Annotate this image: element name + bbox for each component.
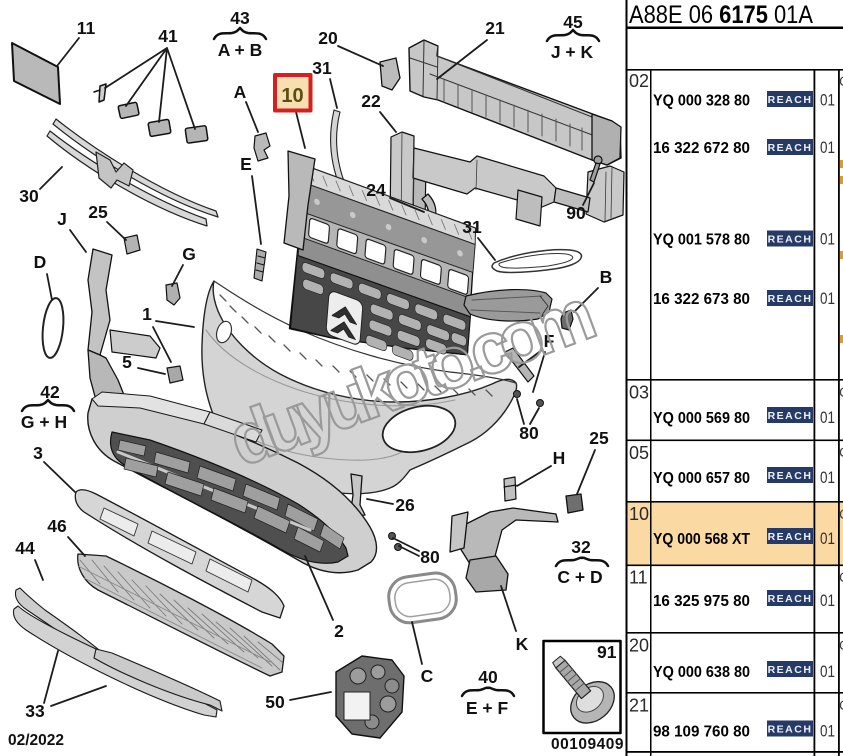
svg-text:01: 01	[820, 591, 835, 610]
svg-text:C: C	[839, 506, 843, 522]
svg-text:C: C	[839, 637, 843, 653]
svg-text:01: 01	[820, 408, 835, 427]
svg-text:22: 22	[361, 91, 381, 111]
svg-text:C + D: C + D	[557, 567, 602, 587]
svg-text:90: 90	[566, 203, 586, 223]
svg-text:E: E	[240, 154, 252, 174]
svg-text:C: C	[839, 569, 843, 585]
svg-text:REACH: REACH	[768, 724, 813, 736]
svg-text:31: 31	[462, 217, 482, 237]
svg-text:10: 10	[281, 85, 303, 107]
svg-text:00109409: 00109409	[551, 736, 624, 753]
svg-text:REACH: REACH	[768, 531, 813, 543]
svg-text:H: H	[553, 448, 566, 468]
svg-text:80: 80	[519, 423, 539, 443]
svg-text:1: 1	[142, 304, 152, 324]
svg-text:B: B	[600, 267, 613, 287]
svg-text:G: G	[182, 244, 196, 264]
svg-text:YQ 000 657 80: YQ 000 657 80	[653, 470, 750, 487]
svg-text:16 325 975 80: 16 325 975 80	[653, 593, 750, 610]
svg-text:A: A	[234, 82, 247, 102]
svg-text:01: 01	[820, 138, 835, 157]
svg-text:01: 01	[820, 91, 835, 110]
svg-text:03: 03	[629, 383, 649, 403]
svg-text:C: C	[839, 73, 843, 89]
svg-text:5: 5	[122, 352, 132, 372]
svg-text:YQ 000 569 80: YQ 000 569 80	[653, 410, 750, 427]
svg-text:2: 2	[334, 621, 344, 641]
svg-text:11: 11	[77, 18, 96, 38]
svg-text:01: 01	[820, 289, 835, 308]
svg-text:E + F: E + F	[466, 698, 509, 718]
svg-text:A88E 06 6175 01A: A88E 06 6175 01A	[629, 1, 813, 29]
svg-text:02: 02	[629, 71, 649, 91]
svg-text:40: 40	[478, 667, 498, 687]
svg-text:REACH: REACH	[768, 293, 813, 305]
svg-text:C: C	[839, 444, 843, 460]
svg-text:44: 44	[15, 538, 35, 558]
svg-text:3: 3	[33, 443, 43, 463]
svg-text:31: 31	[312, 58, 332, 78]
svg-text:26: 26	[395, 495, 415, 515]
svg-text:J: J	[57, 209, 67, 229]
svg-text:A + B: A + B	[218, 40, 263, 60]
svg-text:02/2022: 02/2022	[8, 732, 64, 749]
svg-text:D: D	[34, 252, 47, 272]
svg-text:K: K	[516, 634, 529, 654]
svg-text:41: 41	[158, 26, 178, 46]
svg-text:YQ 000 638 80: YQ 000 638 80	[653, 664, 750, 681]
svg-text:43: 43	[230, 8, 250, 28]
svg-text:REACH: REACH	[768, 593, 813, 605]
svg-text:REACH: REACH	[768, 94, 813, 106]
svg-text:80: 80	[420, 547, 440, 567]
svg-text:16 322 673 80: 16 322 673 80	[653, 291, 750, 308]
svg-text:G + H: G + H	[21, 412, 67, 432]
svg-text:05: 05	[629, 443, 649, 463]
svg-text:25: 25	[88, 202, 108, 222]
svg-text:YQ 000 568 XT: YQ 000 568 XT	[653, 531, 750, 548]
svg-text:20: 20	[629, 636, 649, 656]
svg-text:33: 33	[25, 701, 45, 721]
svg-text:J + K: J + K	[551, 42, 594, 62]
svg-text:16 322 672 80: 16 322 672 80	[653, 140, 750, 157]
svg-text:45: 45	[563, 12, 583, 32]
svg-text:01: 01	[820, 230, 835, 249]
svg-text:91: 91	[597, 642, 617, 662]
svg-text:98 109 760 80: 98 109 760 80	[653, 724, 750, 741]
svg-text:C: C	[421, 666, 434, 686]
svg-text:YQ 000 328 80: YQ 000 328 80	[653, 93, 750, 110]
svg-text:F: F	[544, 331, 555, 351]
svg-text:REACH: REACH	[768, 234, 813, 246]
svg-text:32: 32	[571, 537, 591, 557]
svg-text:21: 21	[629, 696, 649, 716]
svg-text:21: 21	[485, 18, 505, 38]
svg-text:20: 20	[318, 28, 338, 48]
svg-text:REACH: REACH	[768, 470, 813, 482]
svg-text:01: 01	[820, 529, 835, 548]
svg-text:C: C	[839, 384, 843, 400]
svg-text:REACH: REACH	[768, 664, 813, 676]
svg-text:C: C	[839, 697, 843, 713]
svg-text:50: 50	[265, 692, 285, 712]
svg-text:46: 46	[47, 516, 67, 536]
svg-text:42: 42	[40, 382, 60, 402]
svg-text:REACH: REACH	[768, 410, 813, 422]
svg-text:30: 30	[19, 186, 39, 206]
svg-text:10: 10	[629, 504, 649, 524]
svg-text:01: 01	[820, 468, 835, 487]
svg-text:01: 01	[820, 662, 835, 681]
svg-text:01: 01	[820, 722, 835, 741]
svg-text:REACH: REACH	[768, 142, 813, 154]
svg-text:24: 24	[366, 180, 386, 200]
svg-text:11: 11	[629, 568, 648, 588]
svg-text:YQ 001 578 80: YQ 001 578 80	[653, 232, 750, 249]
svg-text:25: 25	[589, 428, 609, 448]
